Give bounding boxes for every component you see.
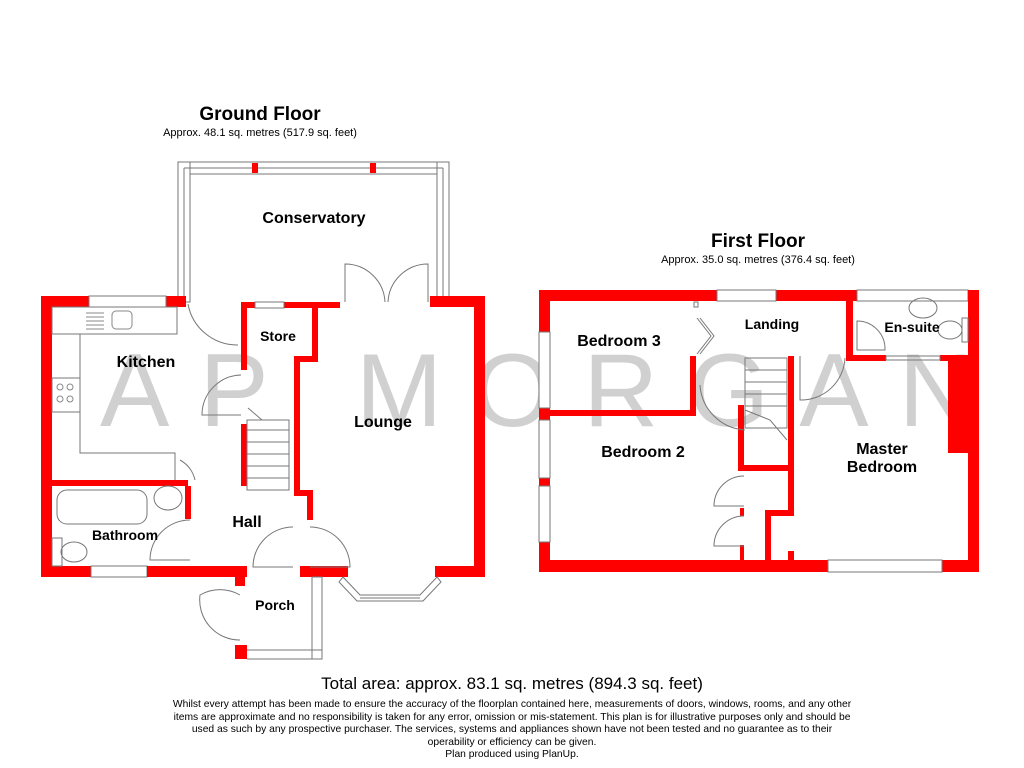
room-label-lounge: Lounge [354,414,412,431]
room-label-master-bedroom-line2: Bedroom [846,459,918,476]
ground-floor-fixtures [51,263,442,660]
plan-credit: Plan produced using PlanUp. [445,749,579,760]
first-floor-title: First Floor [711,231,805,252]
first-floor-area: Approx. 35.0 sq. metres (376.4 sq. feet) [661,254,855,266]
disclaimer-text: Whilst every attempt has been made to en… [172,699,852,748]
room-label-porch: Porch [255,597,295,613]
first-floor-plan [538,289,979,573]
ground-floor-area: Approx. 48.1 sq. metres (517.9 sq. feet) [163,127,357,139]
room-label-store: Store [260,328,296,344]
room-label-en-suite: En-suite [884,319,940,335]
first-floor-fixtures [693,297,969,547]
room-label-hall: Hall [232,514,262,531]
total-area: Total area: approx. 83.1 sq. metres (894… [321,674,703,693]
room-label-bedroom-2: Bedroom 2 [601,444,685,461]
room-label-landing: Landing [744,316,800,332]
room-label-kitchen: Kitchen [116,354,176,371]
ground-floor-plan [41,161,485,659]
room-label-master-bedroom-line1: Master [856,441,908,458]
room-label-bedroom-3: Bedroom 3 [577,333,661,350]
room-label-conservatory: Conservatory [262,210,366,227]
room-label-bathroom: Bathroom [91,527,159,543]
ground-floor-title: Ground Floor [199,104,321,125]
